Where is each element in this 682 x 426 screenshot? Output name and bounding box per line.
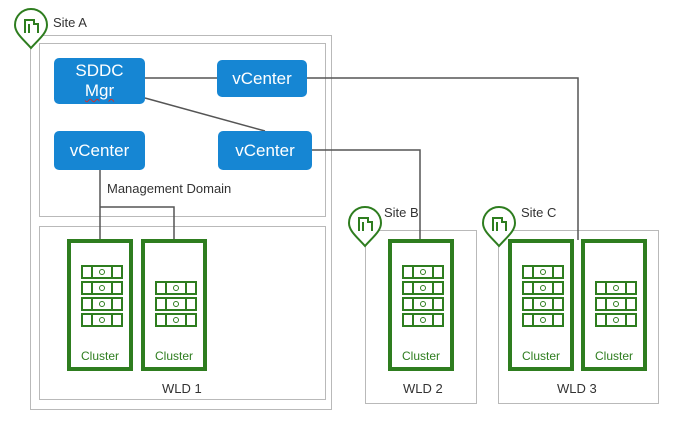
server-rack-icon	[402, 281, 444, 295]
line-vcenter-right-to-site-b	[312, 149, 421, 240]
server-rack-icon	[81, 313, 123, 327]
site-b-container	[365, 230, 477, 404]
server-rack-icon	[81, 281, 123, 295]
server-rack-icon	[155, 281, 197, 295]
server-rack-icon	[402, 265, 444, 279]
vcenter-top-box[interactable]: vCenter	[217, 60, 307, 97]
sddc-manager-box[interactable]: SDDC Mgr	[54, 58, 145, 104]
site-b-label: Site B	[384, 205, 419, 220]
line-vcenter-left-to-cluster2	[100, 206, 175, 240]
vcenter-left-label: vCenter	[69, 140, 130, 160]
server-rack-icon	[81, 297, 123, 311]
server-rack-icon	[522, 265, 564, 279]
wld3-cluster-1[interactable]: Cluster	[508, 239, 574, 371]
line-vcenter-top-to-site-c	[307, 77, 579, 240]
site-a-container	[30, 35, 332, 410]
server-rack-icon	[595, 313, 637, 327]
management-domain-label: Management Domain	[107, 181, 232, 196]
sddc-manager-label-line1: SDDC	[75, 61, 124, 80]
server-rack-icon	[155, 313, 197, 327]
vcenter-top-label: vCenter	[232, 68, 292, 88]
server-rack-icon	[595, 281, 637, 295]
server-rack-icon	[402, 297, 444, 311]
site-c-label: Site C	[521, 205, 557, 220]
wld3-label: WLD 3	[557, 381, 597, 396]
server-rack-icon	[522, 281, 564, 295]
wld1-box	[39, 226, 326, 400]
sddc-manager-label-line2: Mgr	[84, 81, 115, 100]
server-rack-icon	[522, 313, 564, 327]
cluster-label: Cluster	[401, 349, 440, 363]
server-rack-icon	[595, 297, 637, 311]
site-b-location-pin-icon	[347, 206, 383, 248]
server-rack-icon	[402, 313, 444, 327]
site-a-label: Site A	[53, 15, 87, 30]
vcenter-right-label: vCenter	[235, 140, 295, 160]
cluster-label: Cluster	[80, 349, 119, 363]
server-rack-icon	[81, 265, 123, 279]
management-domain-box	[39, 43, 326, 217]
line-sddc-to-vcenter-right	[144, 97, 266, 132]
cluster-label: Cluster	[154, 349, 193, 363]
site-a-location-pin-icon	[13, 8, 49, 50]
wld3-cluster-2[interactable]: Cluster	[581, 239, 647, 371]
site-c-location-pin-icon	[481, 206, 517, 248]
cluster-label: Cluster	[521, 349, 560, 363]
vcenter-right-box[interactable]: vCenter	[218, 131, 312, 170]
wld2-label: WLD 2	[403, 381, 443, 396]
cluster-label: Cluster	[594, 349, 633, 363]
server-rack-icon	[522, 297, 564, 311]
wld1-cluster-1[interactable]: Cluster	[67, 239, 133, 371]
wld1-cluster-2[interactable]: Cluster	[141, 239, 207, 371]
wld2-cluster-1[interactable]: Cluster	[388, 239, 454, 371]
server-rack-icon	[155, 297, 197, 311]
vcenter-left-box[interactable]: vCenter	[54, 131, 145, 170]
wld1-label: WLD 1	[162, 381, 202, 396]
